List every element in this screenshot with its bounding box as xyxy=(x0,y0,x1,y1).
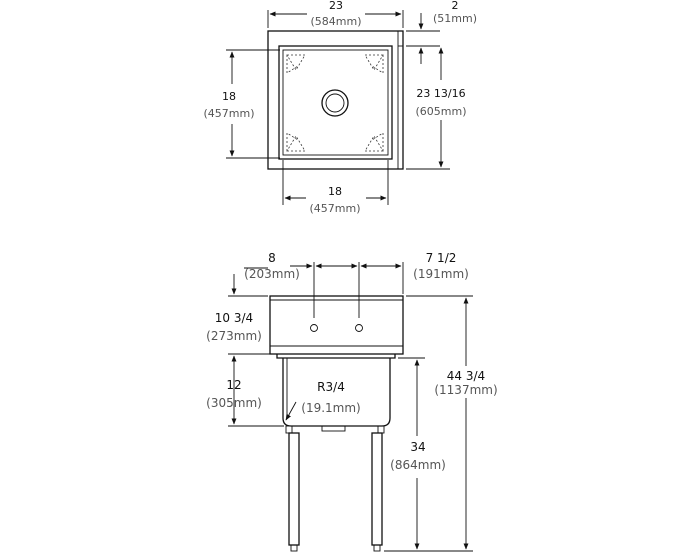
drain xyxy=(321,89,349,117)
sink-outline-top xyxy=(267,30,404,170)
bowl-outline-top xyxy=(278,45,393,160)
faucet-spacing-mm: (203mm) xyxy=(244,267,300,281)
rim-height-mm: (864mm) xyxy=(390,458,446,472)
overall-height-in: 44 3/4 xyxy=(447,369,485,383)
splash-height-in: 10 3/4 xyxy=(215,311,253,325)
faucet-hole-left xyxy=(310,324,318,332)
bowl-height-mm: (305mm) xyxy=(206,396,262,410)
legs xyxy=(285,425,385,552)
faucet-offset-mm: (191mm) xyxy=(413,267,469,281)
bowl-width-in: 18 xyxy=(328,185,342,198)
radius-in: R3/4 xyxy=(317,380,345,394)
faucet-spacing-in: 8 xyxy=(268,251,276,265)
backsplash-panel xyxy=(269,295,404,355)
bowl-height-in: 12 xyxy=(226,378,241,392)
overall-height-mm: (1137mm) xyxy=(434,383,497,397)
radius-mm: (19.1mm) xyxy=(301,401,360,415)
bowl-depth-in: 18 xyxy=(222,90,236,103)
front-view: 8 (203mm) 7 1/2 (191mm) 10 3/4 (273mm) 1… xyxy=(206,251,498,552)
backsplash-in: 2 xyxy=(452,0,459,12)
bowl-depth-mm: (457mm) xyxy=(203,107,254,120)
top-view: 23 (584mm) 2 (51mm) 23 13/16 (605mm) 18 … xyxy=(203,0,477,215)
bowl-width-mm: (457mm) xyxy=(309,202,360,215)
overall-width-mm: (584mm) xyxy=(310,15,361,28)
overall-width-in: 23 xyxy=(329,0,343,12)
faucet-hole-right xyxy=(355,324,363,332)
backsplash-mm: (51mm) xyxy=(433,12,477,25)
overall-depth-mm: (605mm) xyxy=(415,105,466,118)
corner-ramps xyxy=(286,54,384,152)
rim-height-in: 34 xyxy=(410,440,425,454)
overall-depth-in: 23 13/16 xyxy=(416,87,465,100)
faucet-offset-in: 7 1/2 xyxy=(426,251,457,265)
splash-height-mm: (273mm) xyxy=(206,329,262,343)
